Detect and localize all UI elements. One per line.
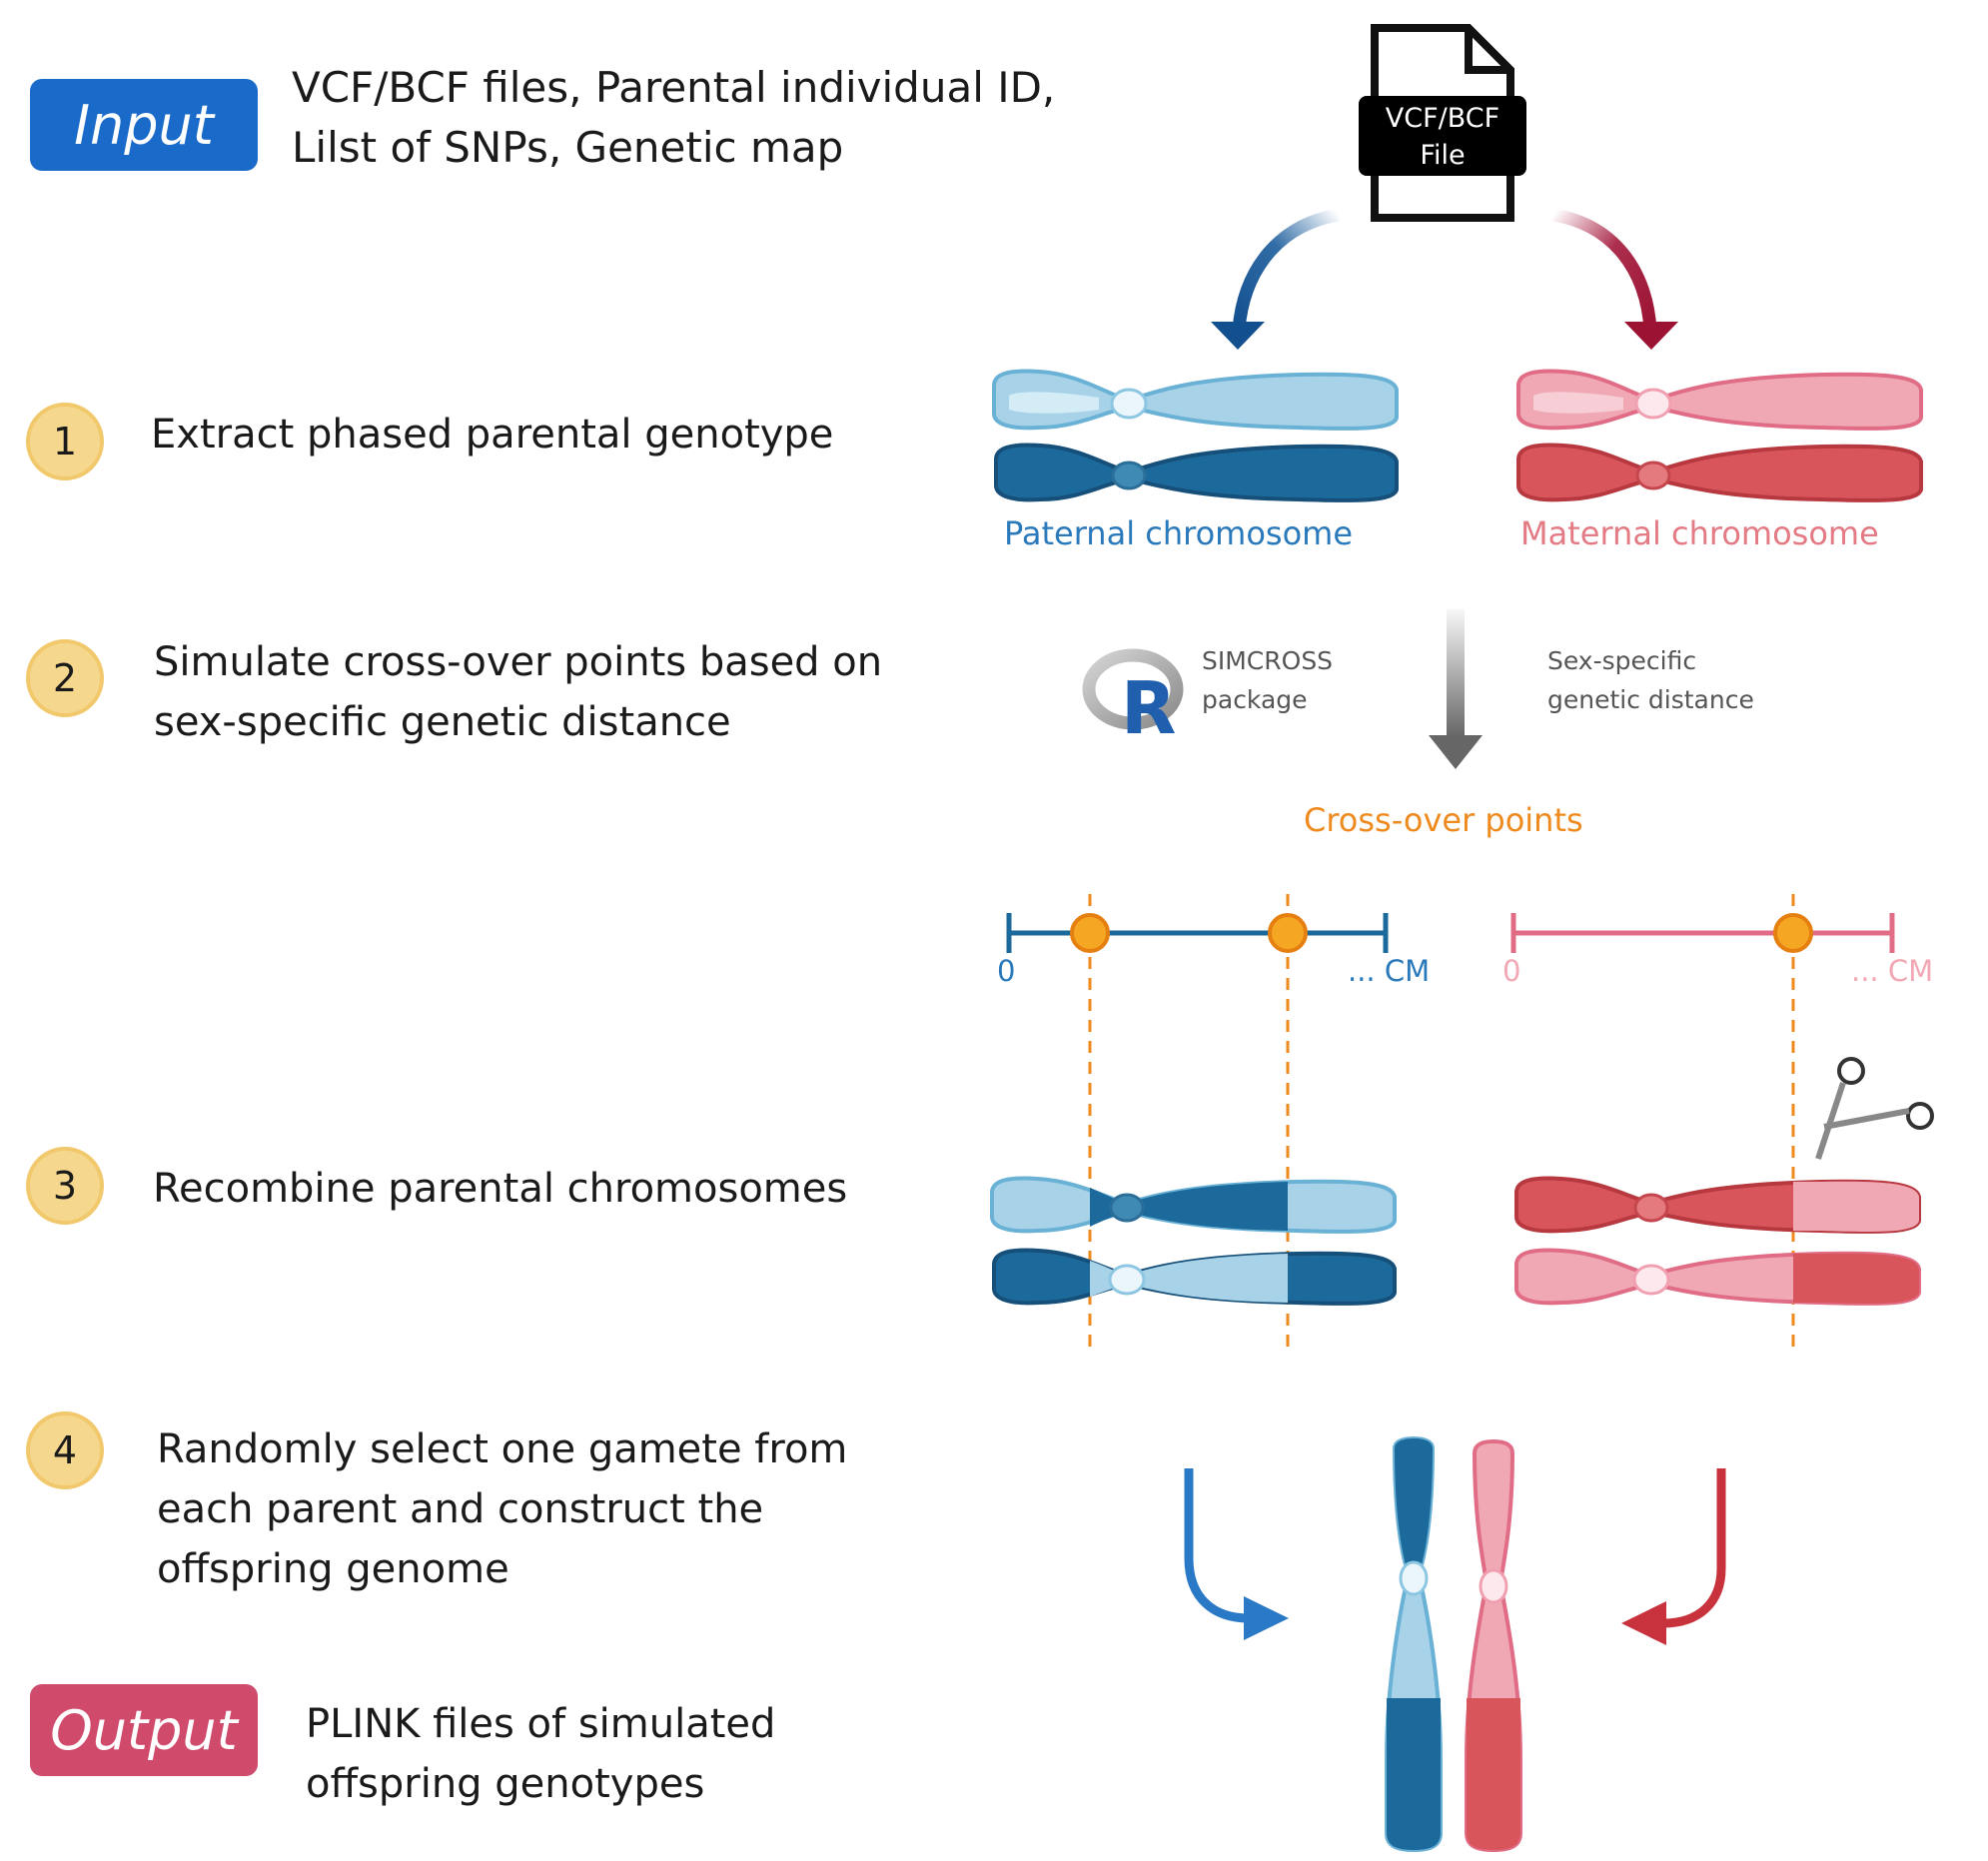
step-3-badge: 3 (26, 1147, 104, 1225)
paternal-arrowhead (1211, 322, 1265, 350)
simcross-package-label: SIMCROSS package (1202, 641, 1333, 719)
simcross-line-2: package (1202, 685, 1308, 714)
paternal-gamete-arrow (1184, 1468, 1289, 1640)
maternal-chromosome-pair (1516, 369, 1923, 502)
scissors-icon (1815, 1057, 1934, 1160)
maternal-axis-start-label: 0 (1502, 954, 1521, 988)
crossover-point-1 (1070, 913, 1110, 953)
output-badge: Output (30, 1684, 258, 1776)
offspring-maternal-chromosome (1465, 1438, 1522, 1853)
crossover-points-title: Cross-over points (1304, 801, 1583, 839)
step-4-text: Randomly select one gamete from each par… (157, 1419, 847, 1599)
step-4-line-3: offspring genome (157, 1546, 509, 1592)
input-badge: Input (30, 79, 258, 171)
distance-line-2: genetic distance (1547, 685, 1754, 714)
step-2-line-1: Simulate cross-over points based on (154, 639, 883, 685)
input-line-2: Lilst of SNPs, Genetic map (292, 123, 844, 172)
file-label-line-2: File (1420, 140, 1465, 171)
step-3-text: Recombine parental chromosomes (153, 1159, 847, 1219)
paternal-crossover-axis (1006, 913, 1389, 953)
output-description: PLINK files of simulated offspring genot… (306, 1694, 775, 1814)
process-arrowhead (1429, 735, 1483, 769)
step-3-line-1: Recombine parental chromosomes (153, 1166, 848, 1212)
distance-line-1: Sex-specific (1547, 646, 1697, 675)
crossover-point-3 (1773, 913, 1813, 953)
maternal-arrowhead (1624, 322, 1678, 350)
step-1-text: Extract phased parental genotype (151, 405, 833, 465)
maternal-curve-arrow (1551, 208, 1657, 331)
r-logo-icon: R (1082, 648, 1184, 750)
step-4-badge: 4 (26, 1411, 104, 1489)
sex-specific-distance-label: Sex-specific genetic distance (1547, 641, 1754, 719)
step-4-line-2: each parent and construct the (157, 1486, 764, 1532)
step-2-text: Simulate cross-over points based on sex-… (154, 632, 882, 752)
step-1-badge: 1 (26, 403, 104, 480)
output-line-2: offspring genotypes (306, 1761, 705, 1807)
svg-text:R: R (1121, 666, 1176, 750)
step-1-line-1: Extract phased parental genotype (151, 412, 834, 458)
maternal-gamete-arrow (1621, 1468, 1726, 1645)
offspring-paternal-chromosome (1385, 1435, 1443, 1853)
process-arrow-shaft (1447, 609, 1465, 737)
recombined-maternal-pair (1514, 1176, 1921, 1306)
crossover-point-2 (1268, 913, 1308, 953)
maternal-axis-end-label: ... CM (1851, 954, 1934, 988)
maternal-crossover-axis (1510, 913, 1895, 953)
paternal-axis-end-label: ... CM (1348, 954, 1431, 988)
paternal-chromosome-label: Paternal chromosome (1004, 514, 1354, 552)
step-4-line-1: Randomly select one gamete from (157, 1426, 848, 1472)
input-description: VCF/BCF files, Parental individual ID, L… (292, 58, 1055, 178)
step-2-badge: 2 (26, 639, 104, 717)
step-2-line-2: sex-specific genetic distance (154, 699, 731, 745)
paternal-axis-start-label: 0 (997, 954, 1016, 988)
maternal-chromosome-label: Maternal chromosome (1520, 514, 1879, 552)
input-line-1: VCF/BCF files, Parental individual ID, (292, 63, 1056, 112)
file-label-line-1: VCF/BCF (1386, 103, 1499, 134)
paternal-curve-arrow (1232, 208, 1341, 331)
simcross-line-1: SIMCROSS (1202, 646, 1334, 675)
paternal-chromosome-pair (992, 369, 1399, 502)
recombined-paternal-pair (990, 1176, 1397, 1306)
output-line-1: PLINK files of simulated (306, 1701, 776, 1747)
file-icon: VCF/BCF File (1359, 24, 1526, 222)
